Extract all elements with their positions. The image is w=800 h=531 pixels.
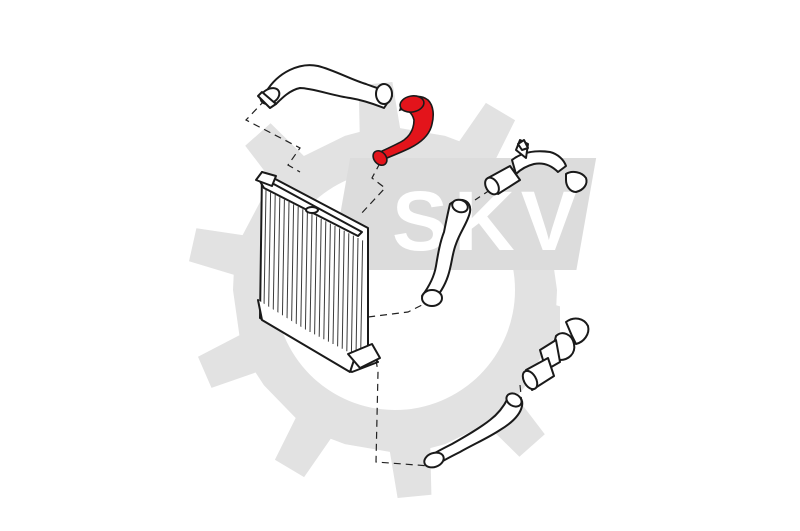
connector-highlighted <box>359 162 386 216</box>
fin-line <box>341 230 345 349</box>
fin-line <box>286 201 290 321</box>
fin-line <box>277 197 281 316</box>
fin-line <box>346 233 350 352</box>
hose-upper-right-with-sensor <box>484 139 588 196</box>
fin-line <box>272 194 276 313</box>
hose-highlighted <box>372 95 434 167</box>
hose-middle <box>421 198 472 307</box>
fin-line <box>318 218 322 337</box>
watermark-text: SKV <box>392 174 583 268</box>
fin-line <box>263 189 267 309</box>
fin-line <box>281 199 285 318</box>
fin-line <box>332 225 336 345</box>
fin-line <box>309 213 313 333</box>
fin-line <box>314 216 318 335</box>
hose-top-left <box>257 64 393 109</box>
fin-line <box>300 209 304 328</box>
fin-line <box>295 206 299 325</box>
hose-lower-right-with-sensor <box>521 317 590 391</box>
fin-line <box>355 237 359 357</box>
fin-line <box>323 221 327 340</box>
hose-bottom <box>423 392 524 469</box>
intercooler-fins <box>263 189 364 359</box>
fin-line <box>268 192 272 311</box>
fin-line <box>360 240 364 359</box>
fin-line <box>350 235 354 354</box>
fin-line <box>337 228 341 347</box>
fin-line <box>304 211 308 330</box>
connector-bottom <box>375 359 431 467</box>
fin-line <box>327 223 331 342</box>
fin-line <box>291 204 295 323</box>
connector-middle <box>359 299 433 319</box>
connector-top-left <box>245 99 301 173</box>
intercooler <box>255 171 381 373</box>
